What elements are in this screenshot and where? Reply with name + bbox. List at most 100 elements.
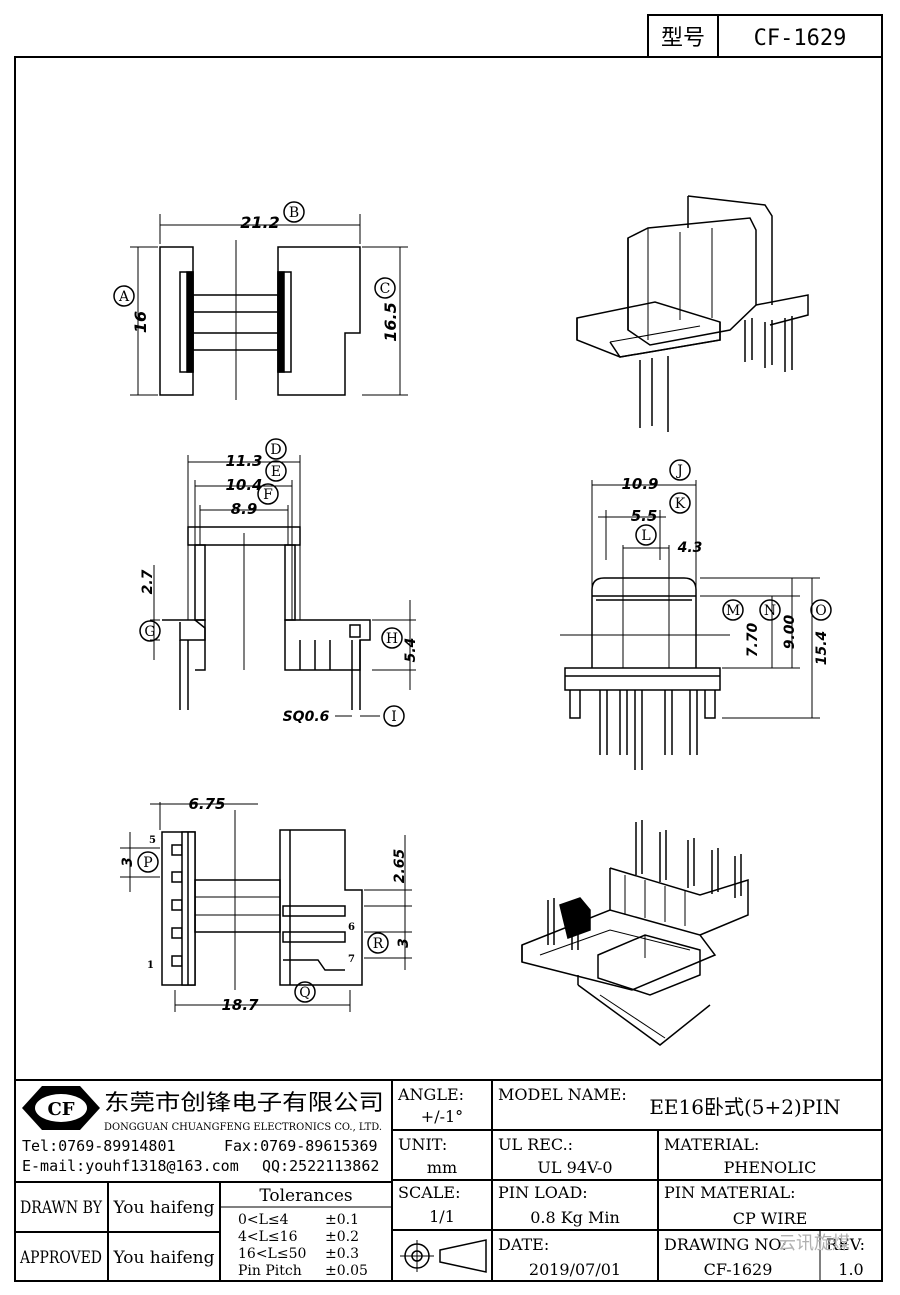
material-value: PHENOLIC — [724, 1158, 817, 1177]
rev-value: 1.0 — [838, 1260, 863, 1279]
dim-s1-value: 6.75 — [188, 795, 225, 813]
pin-label-1: 1 — [147, 960, 154, 971]
model-value: CF-1629 — [754, 26, 847, 51]
email: E-mail:youhf1318@163.com — [22, 1157, 239, 1175]
date-value: 2019/07/01 — [529, 1260, 621, 1279]
dim-a-value: 16 — [131, 311, 150, 333]
dim-b-letter: B — [289, 205, 299, 221]
dim-c-letter: C — [380, 281, 391, 297]
unit-label: UNIT: — [398, 1135, 447, 1154]
angle-value: +/-1° — [421, 1107, 463, 1126]
dim-d-letter: D — [270, 442, 281, 458]
approved-label: APPROVED — [19, 1248, 102, 1268]
watermark: 云讯旋煤 — [778, 1233, 850, 1254]
tolerance-value-0: ±0.1 — [325, 1212, 359, 1228]
dim-c-value: 16.5 — [381, 302, 400, 341]
dim-s2-value: 2.65 — [392, 848, 408, 883]
pin-load-label: PIN LOAD: — [498, 1183, 588, 1202]
dim-q-letter: Q — [299, 985, 310, 1001]
scale-value: 1/1 — [429, 1207, 455, 1226]
drawing-no-value: CF-1629 — [704, 1260, 773, 1279]
dim-b-value: 21.2 — [240, 213, 279, 232]
projection-symbol — [400, 1239, 487, 1273]
pin-label-6: 6 — [348, 922, 355, 933]
dim-r-letter: R — [373, 936, 384, 952]
approved-value: You haifeng — [112, 1248, 214, 1268]
rev-label: REV: — [826, 1235, 865, 1254]
fax: Fax:0769-89615369 — [224, 1137, 378, 1155]
ul-rec-label: UL REC.: — [498, 1135, 573, 1154]
tolerance-range-1: 4<L≤16 — [238, 1229, 298, 1245]
dim-f-value: 8.9 — [231, 500, 258, 518]
tolerance-range-0: 0<L≤4 — [238, 1212, 289, 1228]
side-view: 10.9 J 5.5 K 4.3 L 7.70 9.00 15.4 M N O — [560, 459, 832, 770]
dim-m-value: 7.70 — [745, 622, 761, 657]
tolerance-table: 0<L≤4 ±0.1 4<L≤16 ±0.2 16<L≤50 ±0.3 Pin … — [238, 1212, 368, 1279]
title-block: CF 东莞市创锋电子有限公司 DONGGUAN CHUANGFENG ELECT… — [14, 1079, 883, 1282]
dim-a-letter: A — [118, 289, 130, 305]
dim-p-letter: P — [143, 855, 152, 871]
dim-g-letter: G — [144, 624, 155, 640]
dim-n-value: 9.00 — [782, 614, 798, 649]
top-view: 21.2 B 16 A 16.5 C — [113, 201, 408, 400]
tolerance-range-3: Pin Pitch — [238, 1263, 302, 1279]
dim-m-letter: M — [726, 603, 740, 619]
model-name-label: MODEL NAME: — [498, 1085, 627, 1104]
logo-text: CF — [47, 1099, 74, 1120]
angle-label: ANGLE: — [397, 1085, 464, 1104]
iso-view-1 — [576, 195, 809, 432]
tolerance-range-2: 16<L≤50 — [238, 1246, 306, 1262]
pin-material-value: CP WIRE — [733, 1209, 808, 1228]
dim-n-letter: N — [764, 603, 776, 619]
bottom-view: 5 1 6 7 6.75 3 P 18.7 Q 2.65 3 R — [120, 795, 412, 1014]
tel: Tel:0769-89914801 — [22, 1137, 176, 1155]
dim-o-value: 15.4 — [814, 631, 830, 666]
dim-h-letter: H — [386, 631, 398, 647]
drawn-by-label: DRAWN BY — [20, 1198, 103, 1218]
dim-l-value: 4.3 — [677, 540, 703, 556]
dim-o-letter: O — [815, 603, 826, 619]
tolerance-value-2: ±0.3 — [325, 1246, 359, 1262]
pin-load-value: 0.8 Kg Min — [530, 1208, 620, 1227]
tolerance-value-1: ±0.2 — [325, 1229, 359, 1245]
date-label: DATE: — [498, 1235, 549, 1254]
pin-label-7: 7 — [348, 954, 355, 965]
dim-e-value: 10.4 — [225, 476, 262, 494]
company-logo: CF — [22, 1086, 100, 1130]
iso-view-2 — [521, 820, 749, 1046]
tolerances-label: Tolerances — [259, 1186, 352, 1206]
dim-p-value: 3 — [120, 857, 136, 867]
ul-rec-value: UL 94V-0 — [537, 1158, 612, 1177]
dim-q-value: 18.7 — [221, 996, 259, 1014]
dim-f-letter: F — [263, 487, 273, 503]
dim-j-value: 10.9 — [621, 475, 658, 493]
pin-label-5: 5 — [149, 835, 156, 846]
dim-i-letter: I — [391, 709, 397, 725]
dim-i-value: SQ0.6 — [283, 709, 330, 725]
dim-r-value: 3 — [396, 938, 412, 948]
pin-material-label: PIN MATERIAL: — [664, 1183, 796, 1202]
unit-value: mm — [427, 1158, 457, 1177]
material-label: MATERIAL: — [664, 1135, 759, 1154]
front-view: 11.3 D 10.4 E 8.9 F 2.7 G 5.4 H SQ0.6 I — [139, 438, 419, 727]
tolerance-value-3: ±0.05 — [325, 1263, 368, 1279]
model-name-value: EE16卧式(5+2)PIN — [649, 1095, 840, 1119]
dim-e-letter: E — [271, 464, 281, 480]
company-name-cn: 东莞市创锋电子有限公司 — [104, 1091, 384, 1116]
model-box: 型号 CF-1629 — [647, 14, 883, 58]
dim-k-letter: K — [675, 496, 686, 512]
model-label: 型号 — [661, 26, 705, 51]
dim-g-value: 2.7 — [140, 569, 156, 594]
company-name-en: DONGGUAN CHUANGFENG ELECTRONICS CO., LTD… — [104, 1122, 382, 1133]
drawn-by-value: You haifeng — [112, 1198, 214, 1218]
dim-k-value: 5.5 — [631, 507, 658, 525]
dim-j-letter: J — [675, 463, 683, 479]
dim-l-letter: L — [641, 528, 650, 544]
dim-h-value: 5.4 — [403, 638, 419, 663]
qq: QQ:2522113862 — [262, 1157, 379, 1175]
dim-d-value: 11.3 — [225, 452, 262, 470]
drawing-no-label: DRAWING NO: — [664, 1235, 787, 1254]
scale-label: SCALE: — [398, 1183, 460, 1202]
